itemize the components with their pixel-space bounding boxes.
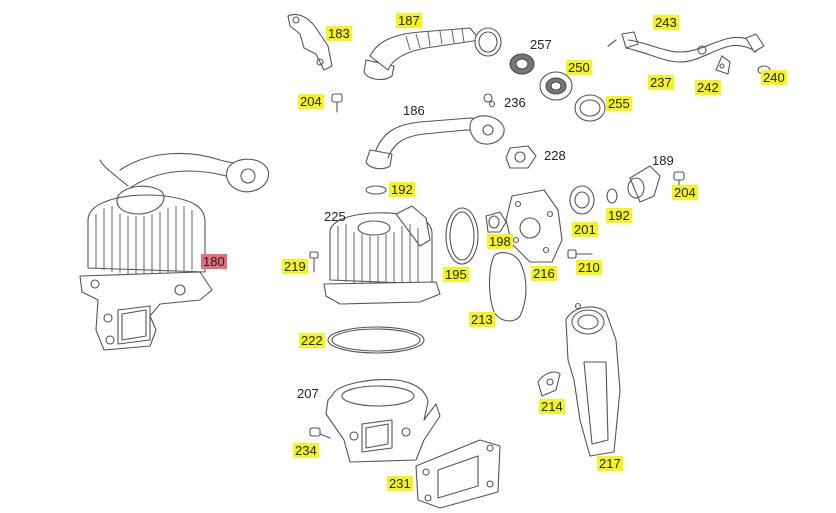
- label-255[interactable]: 255: [606, 96, 632, 111]
- part-189-elbow[interactable]: [627, 165, 661, 203]
- label-237[interactable]: 237: [648, 75, 674, 90]
- part-213-gasket[interactable]: [488, 252, 527, 322]
- part-222-o-ring[interactable]: [327, 326, 425, 354]
- part-204-bolt-top[interactable]: [331, 93, 343, 113]
- part-186-pipe[interactable]: [365, 115, 505, 170]
- label-219[interactable]: 219: [282, 259, 308, 274]
- part-250-sleeve[interactable]: [539, 71, 573, 101]
- part-192-o-ring-lower[interactable]: [606, 188, 618, 204]
- label-187[interactable]: 187: [396, 13, 422, 28]
- part-183-bracket[interactable]: [287, 13, 333, 71]
- part-216-housing-cover[interactable]: [505, 189, 563, 263]
- part-234-bolt[interactable]: [309, 427, 331, 439]
- label-236[interactable]: 236: [504, 95, 526, 110]
- part-217-support[interactable]: [565, 302, 621, 457]
- part-187-tube[interactable]: [363, 27, 502, 81]
- part-214-bracket[interactable]: [537, 371, 561, 397]
- label-242[interactable]: 242: [695, 80, 721, 95]
- part-207-housing[interactable]: [325, 379, 441, 463]
- label-192-lower[interactable]: 192: [606, 208, 632, 223]
- label-201[interactable]: 201: [572, 222, 598, 237]
- label-214[interactable]: 214: [539, 399, 565, 414]
- label-192-upper[interactable]: 192: [389, 182, 415, 197]
- part-201-gasket[interactable]: [569, 185, 595, 215]
- label-204-top[interactable]: 204: [298, 94, 324, 109]
- label-204-right[interactable]: 204: [672, 185, 698, 200]
- label-231[interactable]: 231: [387, 476, 413, 491]
- label-243[interactable]: 243: [653, 15, 679, 30]
- label-213[interactable]: 213: [469, 312, 495, 327]
- label-225[interactable]: 225: [324, 209, 346, 224]
- label-180[interactable]: 180: [201, 254, 227, 269]
- label-198[interactable]: 198: [487, 234, 513, 249]
- label-207[interactable]: 207: [297, 386, 319, 401]
- part-243-clip[interactable]: [607, 31, 639, 49]
- label-240[interactable]: 240: [761, 70, 787, 85]
- part-236-screw[interactable]: [483, 93, 496, 108]
- label-222[interactable]: 222: [299, 333, 325, 348]
- part-198-insert[interactable]: [485, 211, 507, 233]
- label-186[interactable]: 186: [403, 103, 425, 118]
- label-257[interactable]: 257: [530, 37, 552, 52]
- part-204-bolt-right[interactable]: [673, 171, 685, 189]
- label-210[interactable]: 210: [576, 260, 602, 275]
- part-180-egr-cooler-assembly[interactable]: [79, 152, 269, 351]
- label-216[interactable]: 216: [531, 266, 557, 281]
- label-183[interactable]: 183: [326, 26, 352, 41]
- part-257-ring[interactable]: [509, 53, 535, 75]
- label-189[interactable]: 189: [652, 153, 674, 168]
- label-195[interactable]: 195: [443, 267, 469, 282]
- label-228[interactable]: 228: [544, 148, 566, 163]
- part-195-seal-ring[interactable]: [445, 207, 479, 265]
- part-228-gasket[interactable]: [505, 145, 537, 169]
- part-192-o-ring-upper[interactable]: [365, 185, 387, 195]
- part-219-bolt[interactable]: [309, 251, 319, 273]
- label-217[interactable]: 217: [597, 456, 623, 471]
- part-210-bolt[interactable]: [567, 249, 593, 259]
- part-225-cooler-core[interactable]: [323, 205, 441, 305]
- part-231-gasket[interactable]: [415, 439, 501, 509]
- part-255-seal-ring[interactable]: [574, 94, 606, 122]
- label-250[interactable]: 250: [566, 60, 592, 75]
- label-234[interactable]: 234: [293, 443, 319, 458]
- part-242-bracket[interactable]: [715, 55, 731, 75]
- part-237-pipe[interactable]: [625, 33, 765, 63]
